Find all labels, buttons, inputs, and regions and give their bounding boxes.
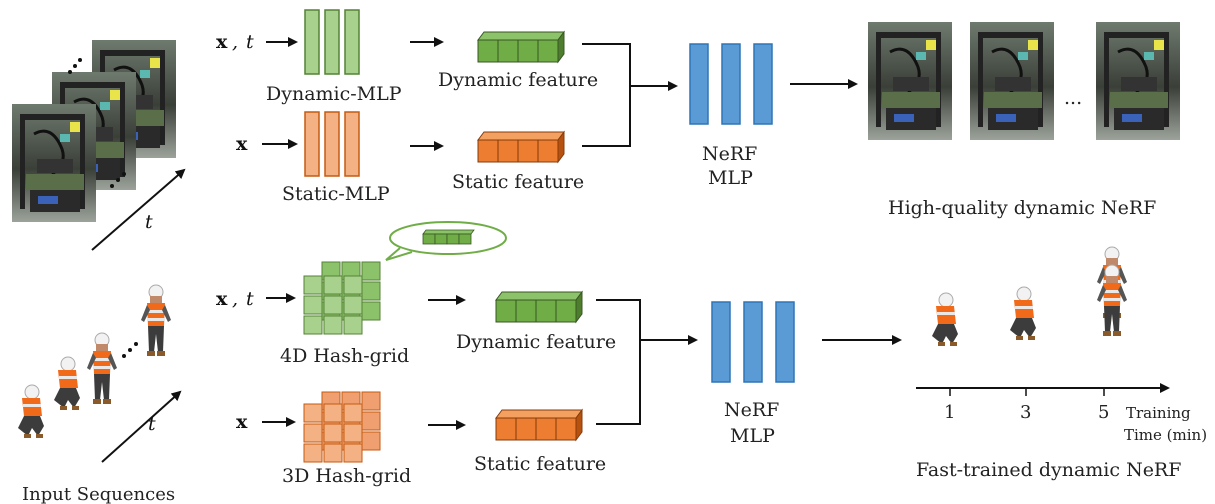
axis-label-training: Training xyxy=(1126,404,1191,422)
top-nerf-label-2: MLP xyxy=(708,167,753,189)
bottom-dynamic-feature-vector xyxy=(495,290,583,324)
output-worker-2 xyxy=(1009,286,1037,341)
bottom-input-t: t xyxy=(246,288,254,310)
speech-bubble-icon xyxy=(385,221,507,261)
dynamic-mlp-label: Dynamic-MLP xyxy=(266,83,402,105)
input-sequence-bottom: t Input Sequences xyxy=(17,284,182,504)
hash-grid-3d-cube xyxy=(303,391,381,463)
bottom-static-feature-label: Static feature xyxy=(474,453,606,475)
top-dynamic-feature-label: Dynamic feature xyxy=(438,69,598,91)
hash-grid-4d-label: 4D Hash-grid xyxy=(280,345,409,367)
output-frame-1 xyxy=(866,20,954,142)
time-arrow-bottom xyxy=(101,390,182,463)
time-arrow-top xyxy=(91,168,186,251)
top-nerf-mlp-block xyxy=(689,43,773,125)
top-input-sep: , xyxy=(232,31,238,53)
tick-label-3: 3 xyxy=(1020,402,1031,423)
static-mlp-label: Static-MLP xyxy=(282,183,390,205)
bottom-nerf-mlp-block xyxy=(711,301,795,383)
input-sequences-label: Input Sequences xyxy=(22,484,175,504)
top-static-feature-label: Static feature xyxy=(452,171,584,193)
top-input-x: x xyxy=(216,31,228,53)
top-static-input-x: x xyxy=(236,133,248,155)
worker-frame-4 xyxy=(140,284,172,357)
input-frame-1 xyxy=(10,102,98,224)
time-symbol-top: t xyxy=(145,211,153,233)
top-input-t: t xyxy=(246,31,254,53)
output-worker-1 xyxy=(931,292,959,347)
output-frame-2 xyxy=(968,20,1056,142)
axis-label-time: Time (min) xyxy=(1124,426,1207,444)
ellipsis-dots-bottom xyxy=(122,342,138,358)
high-quality-output-label: High-quality dynamic NeRF xyxy=(888,197,1156,219)
hash-grid-3d-label: 3D Hash-grid xyxy=(282,465,411,487)
ellipsis-dots-top xyxy=(68,58,126,188)
static-feature-vector xyxy=(477,130,565,164)
bottom-input-sep: , xyxy=(232,288,238,310)
tick-label-1: 1 xyxy=(944,402,955,423)
input-sequence-top: t xyxy=(10,38,186,251)
output-frame-3 xyxy=(1094,20,1182,142)
static-mlp-block xyxy=(304,111,360,177)
worker-frame-2 xyxy=(53,356,81,411)
bottom-static-input-x: x xyxy=(236,411,248,433)
top-nerf-label-1: NeRF xyxy=(702,143,757,165)
bottom-merge-connector xyxy=(596,299,641,425)
fast-trained-output-label: Fast-trained dynamic NeRF xyxy=(916,459,1181,481)
worker-frame-3 xyxy=(86,332,118,405)
time-symbol-bottom: t xyxy=(148,413,156,435)
bottom-dynamic-feature-label: Dynamic feature xyxy=(456,331,616,353)
worker-frame-1 xyxy=(17,384,45,439)
bottom-input-x: x xyxy=(216,288,228,310)
timeline-ticks xyxy=(949,388,1105,396)
output-ellipsis: ... xyxy=(1064,87,1082,109)
dynamic-feature-vector xyxy=(477,30,565,64)
dynamic-mlp-block xyxy=(304,9,360,75)
top-pipeline: x , t x Dynamic-MLP Static-MLP xyxy=(216,9,1182,219)
tick-label-5: 5 xyxy=(1098,402,1109,423)
bottom-nerf-label-2: MLP xyxy=(730,425,775,447)
hash-grid-4d-cube xyxy=(303,261,381,335)
bottom-nerf-label-1: NeRF xyxy=(724,399,779,421)
bottom-pipeline: x , t x xyxy=(216,221,1207,487)
bottom-static-feature-vector xyxy=(495,408,583,442)
top-merge-connector xyxy=(582,43,631,147)
